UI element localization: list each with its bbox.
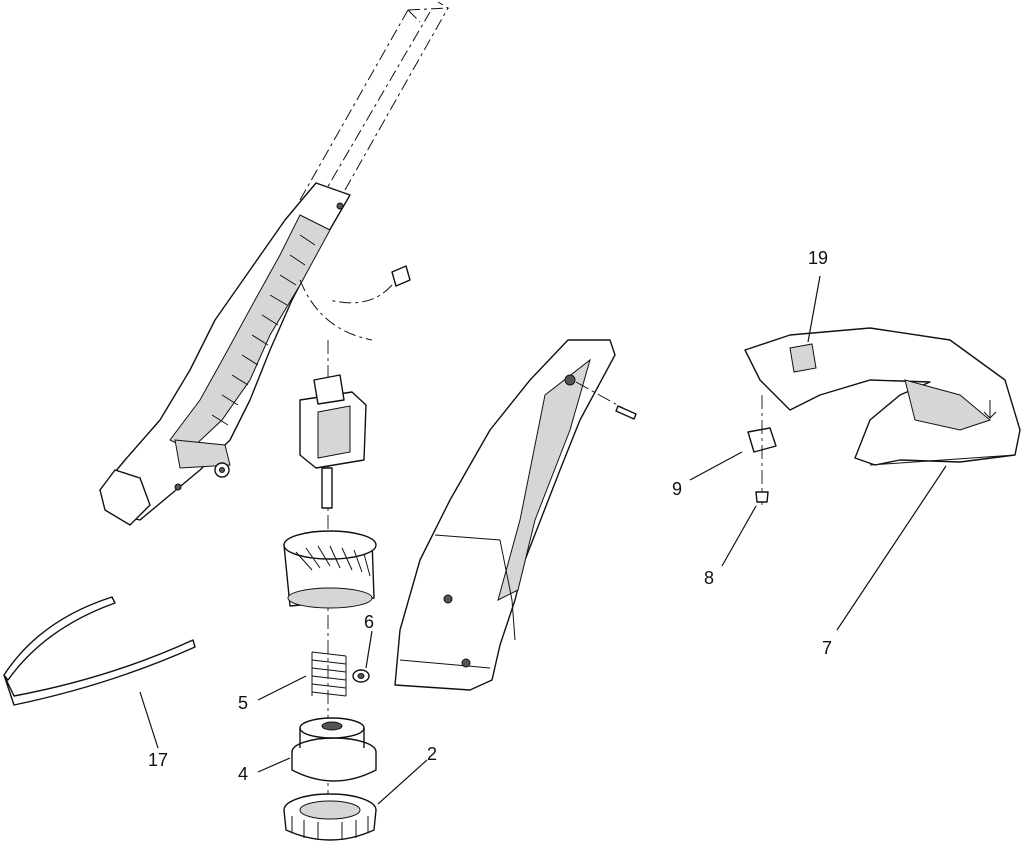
cap-part-2 — [283, 793, 377, 841]
callout-7: 7 — [822, 638, 832, 658]
spring-part-5 — [311, 651, 347, 697]
callout-9: 9 — [672, 479, 682, 499]
callout-6: 6 — [364, 612, 374, 632]
callout-17: 17 — [148, 750, 168, 770]
handle-housing — [394, 339, 637, 691]
motor-assembly — [283, 340, 377, 830]
callout-leaders — [139, 275, 947, 805]
left-housing-half — [99, 1, 450, 526]
callout-4: 4 — [238, 764, 248, 784]
callout-8: 8 — [704, 568, 714, 588]
phantom-arc — [299, 279, 393, 341]
trimmer-line-part-17 — [3, 596, 196, 706]
callout-5: 5 — [238, 693, 248, 713]
nut-part-6 — [352, 669, 370, 683]
spool-part-4 — [291, 717, 377, 782]
callout-2: 2 — [427, 744, 437, 764]
callout-19: 19 — [808, 248, 828, 268]
small-bushing — [391, 265, 411, 287]
guard-part-7 — [744, 327, 1021, 505]
